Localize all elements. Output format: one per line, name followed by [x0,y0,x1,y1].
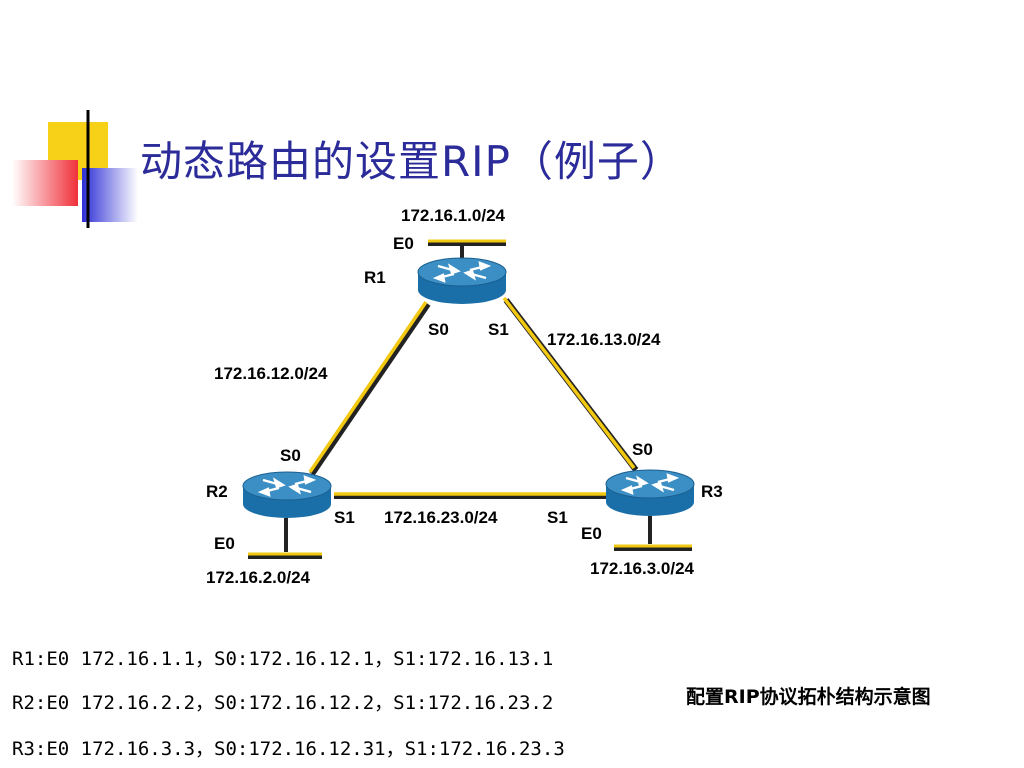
r3-e0-label: E0 [581,524,602,543]
deco-blue-block [82,168,138,222]
network-link-r2-r3: 172.16.23.0/24 [384,508,498,527]
title-decoration [12,110,1024,228]
config-line-r1: R1:E0 172.16.1.1，S0:172.16.12.1，S1:172.1… [12,648,554,670]
router-r1-icon[interactable] [416,256,508,306]
router-r2-icon[interactable] [241,470,333,520]
link-r1-r3 [502,296,639,472]
r1-e0-label: E0 [393,234,414,253]
config-line-r2: R2:E0 172.16.2.2，S0:172.16.12.2，S1:172.1… [12,692,554,714]
r2-e0-label: E0 [214,534,235,553]
config-line-r3: R3:E0 172.16.3.3，S0:172.16.12.31，S1:172.… [12,738,565,760]
r1-s1-label: S1 [488,320,509,339]
router-r2-label: R2 [206,482,228,501]
r3-s1-label: S1 [547,508,568,527]
deco-red-block [12,160,78,206]
ethernet-r2 [248,518,322,559]
r1-s0-label: S0 [428,320,449,339]
r2-s1-label: S1 [334,508,355,527]
page-title: 动态路由的设置RIP（例子） [140,137,683,186]
diagram-caption: 配置RIP协议拓朴结构示意图 [686,686,931,708]
network-link-r1-r3: 172.16.13.0/24 [547,330,661,349]
router-r3-label: R3 [701,482,723,501]
network-r3-lan: 172.16.3.0/24 [590,559,694,578]
network-link-r1-r2: 172.16.12.0/24 [214,364,328,383]
network-r1-lan: 172.16.1.0/24 [401,206,505,225]
ethernet-r3 [614,516,692,551]
router-r3-icon[interactable] [604,468,696,518]
router-r1-label: R1 [364,268,386,287]
link-r1-r2 [308,301,431,476]
r2-s0-label: S0 [280,446,301,465]
r3-s0-label: S0 [632,440,653,459]
link-r2-r3 [334,492,606,499]
network-r2-lan: 172.16.2.0/24 [206,568,310,587]
